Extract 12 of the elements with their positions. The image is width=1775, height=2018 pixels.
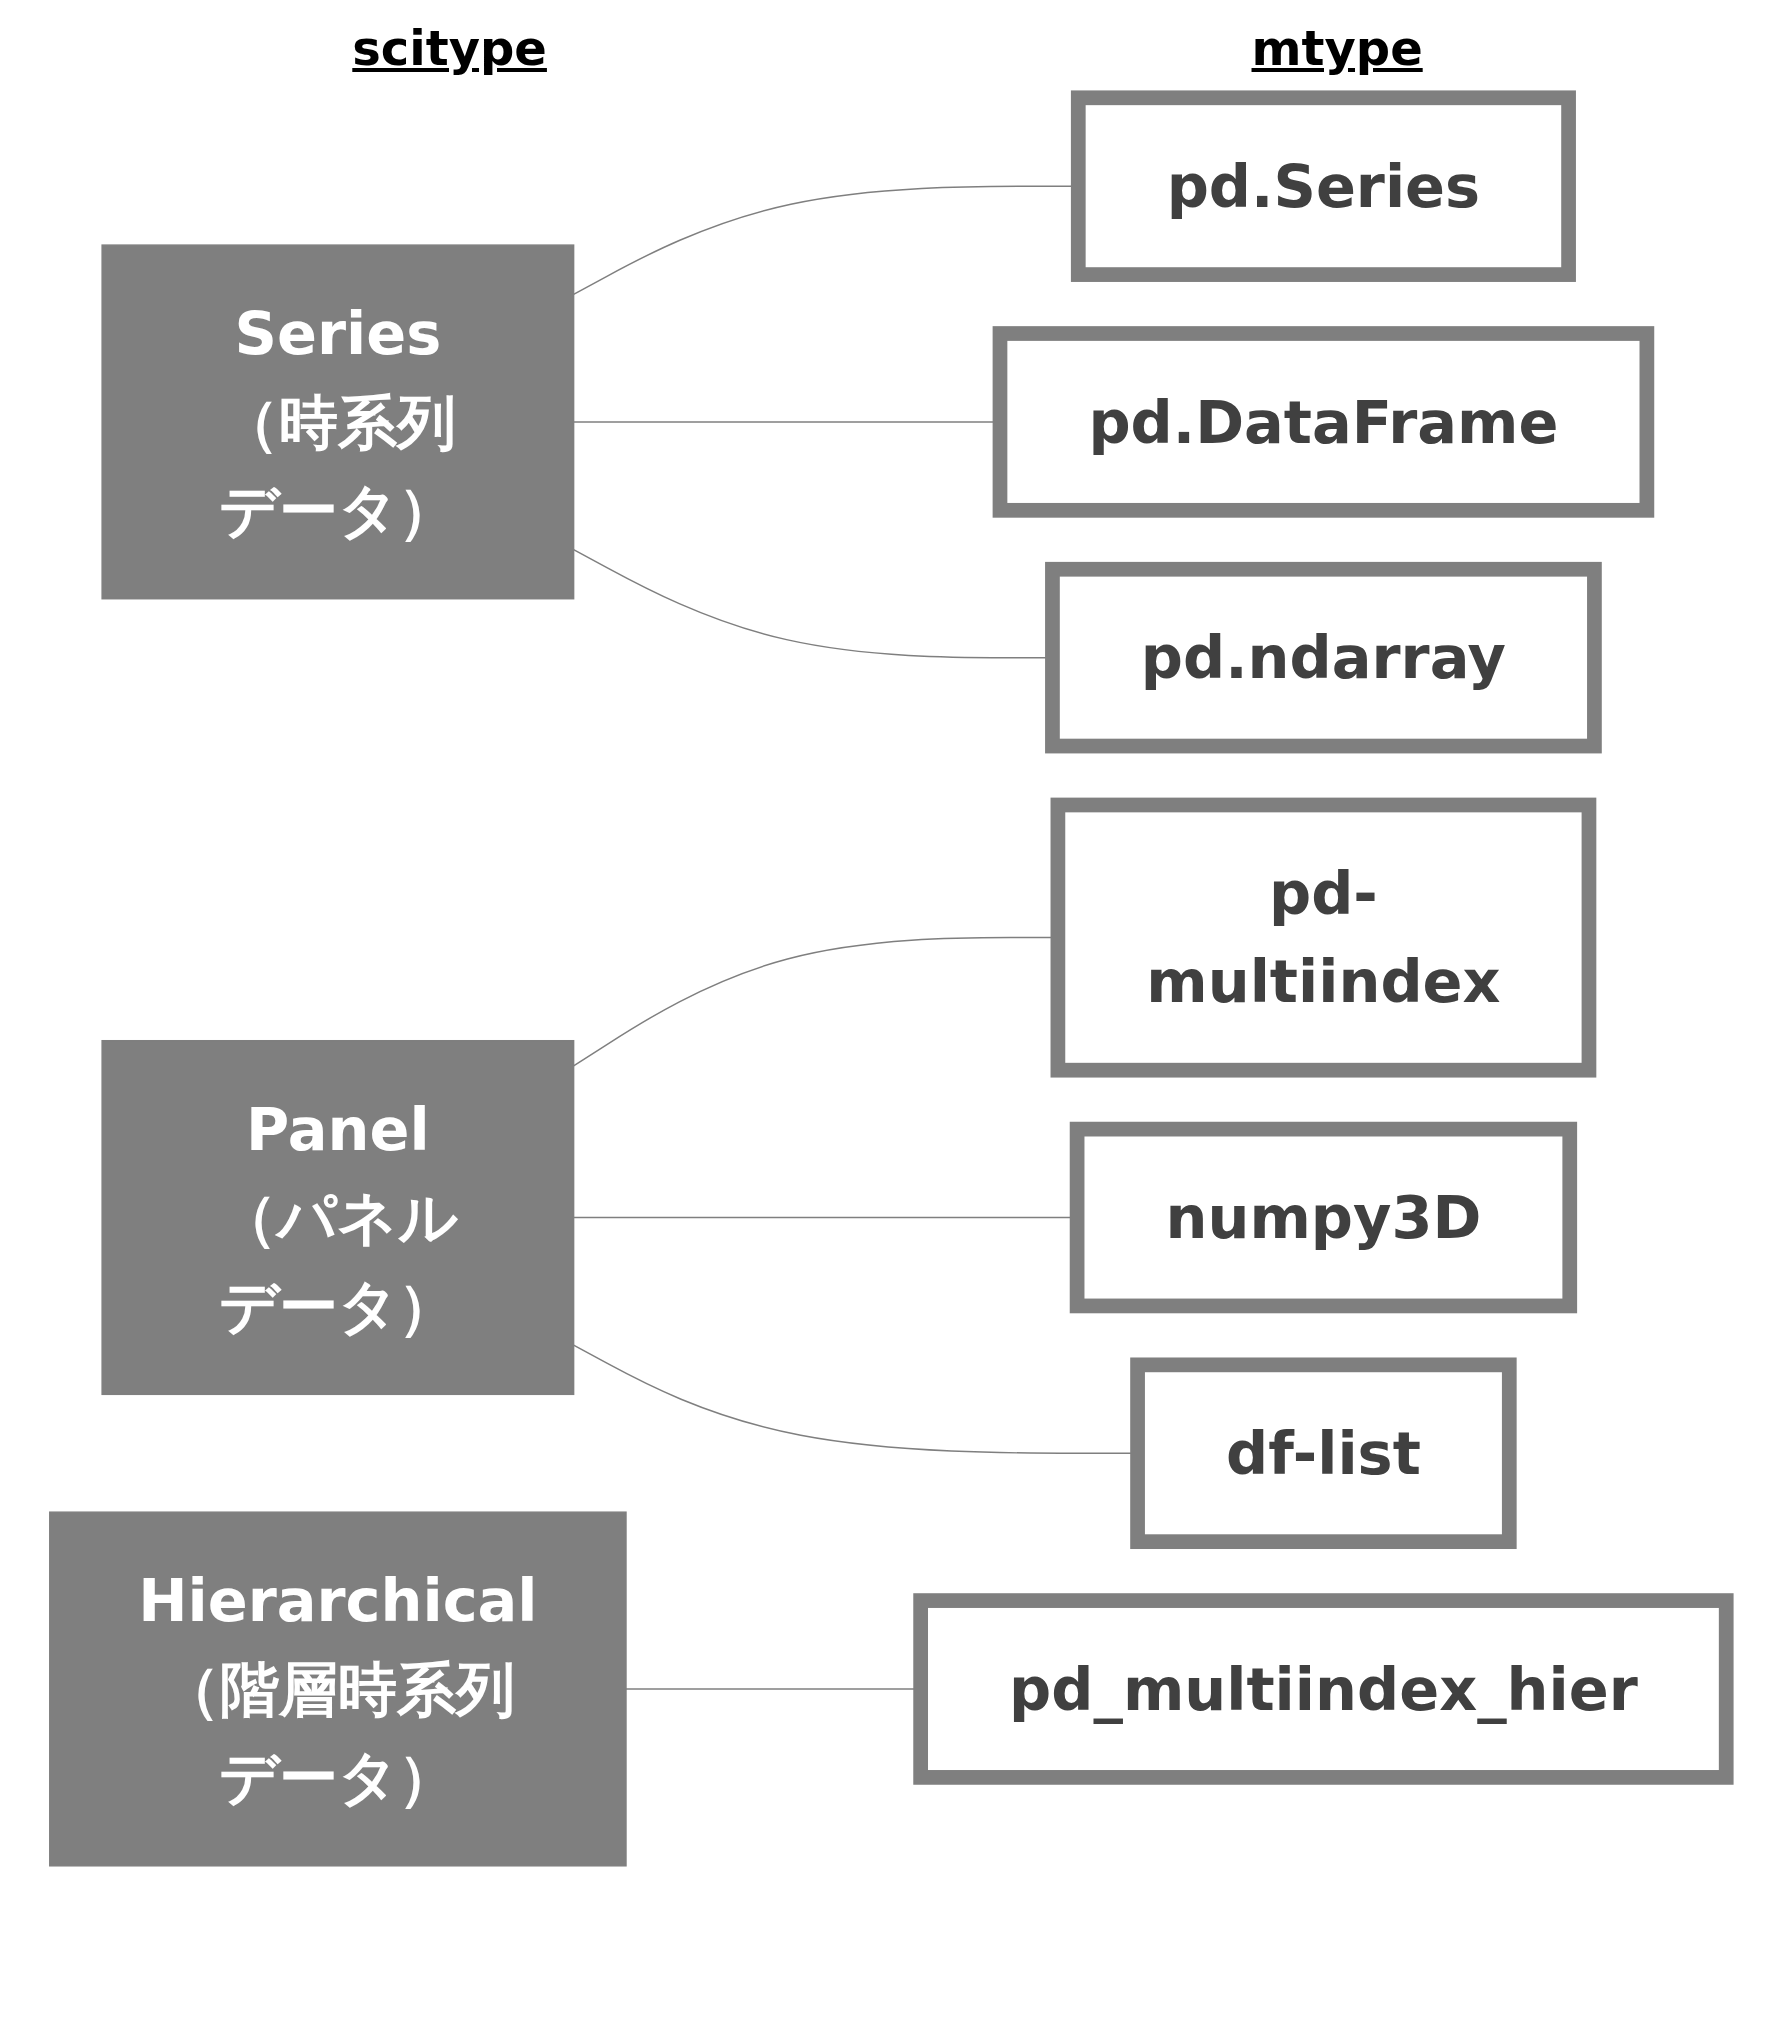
node-box: pd.ndarray (1044, 561, 1602, 754)
node-box: pd-multiindex (1050, 797, 1596, 1078)
node-box: Panel （パネルデータ） (100, 1040, 574, 1396)
node-box: df-list (1129, 1357, 1517, 1550)
node-box: Hierarchical （階層時系列データ） (48, 1511, 627, 1867)
column-heading: scitype (352, 20, 547, 76)
node-box: numpy3D (1069, 1121, 1577, 1314)
node-box: pd_multiindex_hier (912, 1593, 1734, 1785)
node-box: pd.Series (1070, 90, 1576, 282)
column-heading: mtype (1251, 20, 1423, 76)
node-box: Series （時系列データ） (100, 244, 574, 600)
node-box: pd.DataFrame (992, 326, 1654, 518)
